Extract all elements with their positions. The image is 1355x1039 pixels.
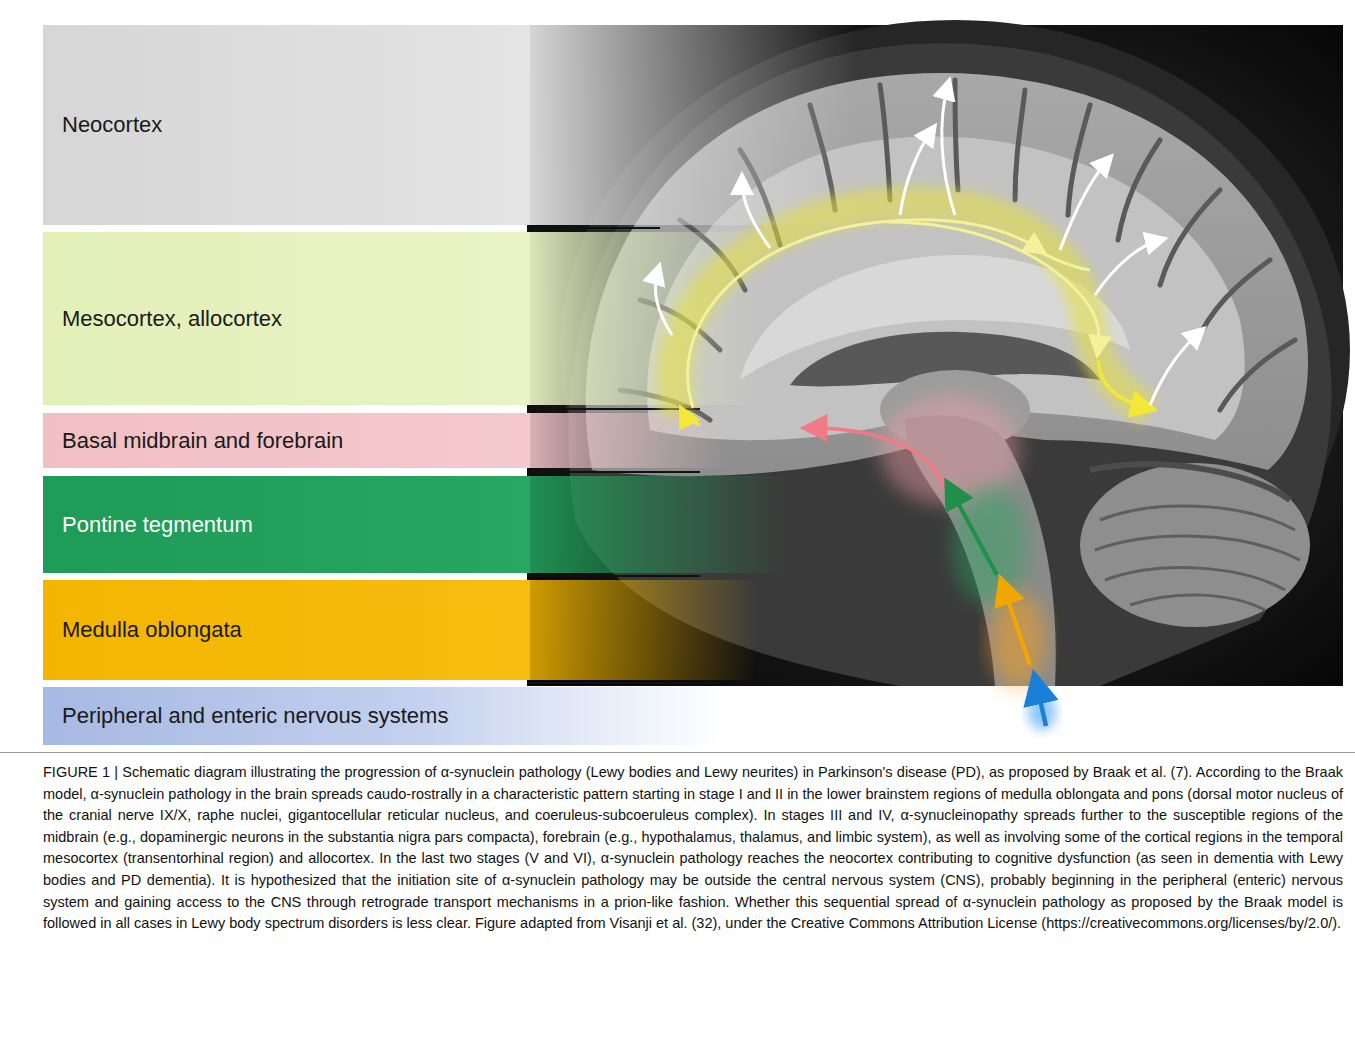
stage-band: Medulla oblongata bbox=[43, 580, 530, 680]
band-label: Neocortex bbox=[62, 112, 162, 138]
band-label: Mesocortex, allocortex bbox=[62, 306, 282, 332]
stage-band: Pontine tegmentum bbox=[43, 476, 530, 573]
band-label: Peripheral and enteric nervous systems bbox=[62, 703, 448, 729]
band-label: Pontine tegmentum bbox=[62, 512, 253, 538]
stage-band: Neocortex bbox=[43, 25, 530, 225]
band-label: Basal midbrain and forebrain bbox=[62, 428, 343, 454]
band-label: Medulla oblongata bbox=[62, 617, 242, 643]
figure-caption: FIGURE 1 | Schematic diagram illustratin… bbox=[43, 762, 1343, 935]
stage-band: Basal midbrain and forebrain bbox=[43, 413, 530, 468]
caption-rule bbox=[0, 752, 1355, 753]
stage-band: Mesocortex, allocortex bbox=[43, 232, 530, 405]
stage-band: Peripheral and enteric nervous systems bbox=[43, 687, 723, 745]
